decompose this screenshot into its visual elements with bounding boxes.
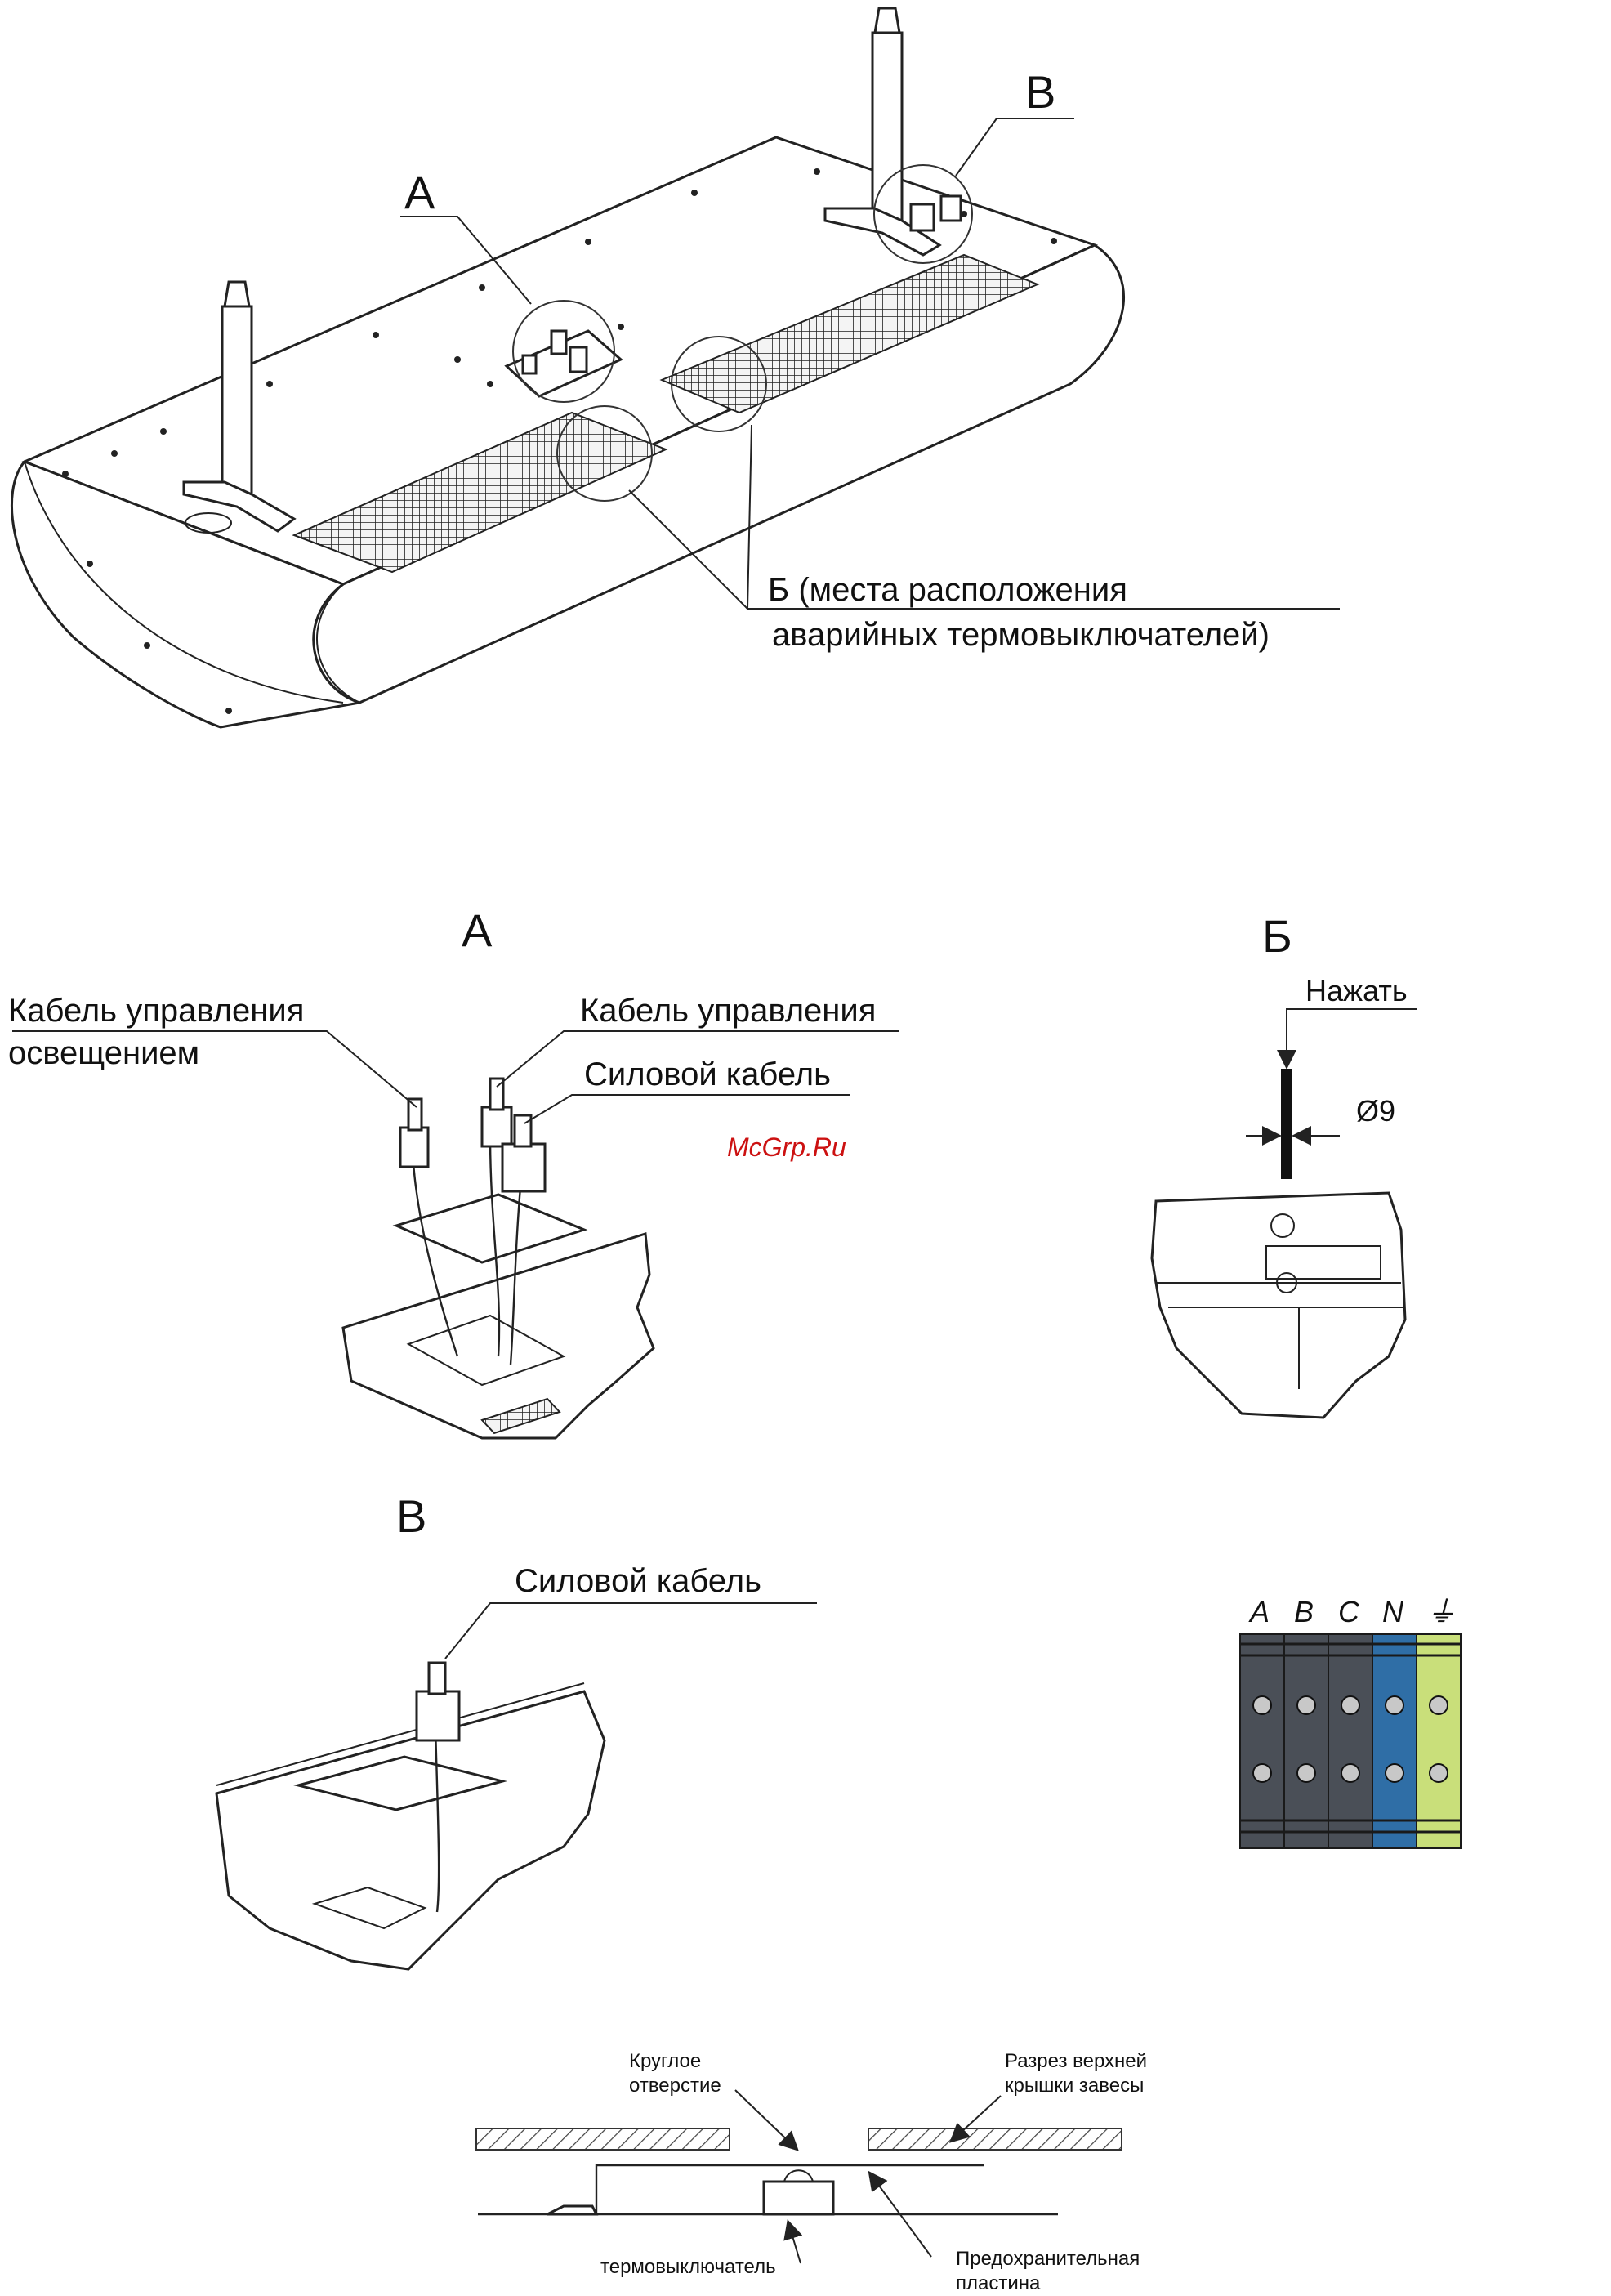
gland-control bbox=[482, 1079, 511, 1146]
detail-a-title: А bbox=[462, 905, 493, 956]
cover-section-right bbox=[868, 2128, 1122, 2150]
terminal-label-4: ⏚ bbox=[1426, 1595, 1456, 1628]
terminal-screw bbox=[1297, 1764, 1315, 1782]
terminal-screw bbox=[1341, 1764, 1359, 1782]
terminal-label-1: B bbox=[1294, 1595, 1314, 1628]
press-label: Нажать bbox=[1305, 974, 1408, 1007]
terminal-column-0 bbox=[1240, 1634, 1284, 1848]
gland-power-v bbox=[417, 1663, 459, 1740]
label-plate-line1: Предохранительная bbox=[956, 2248, 1140, 2270]
detail-a-plate bbox=[396, 1195, 584, 1262]
label-power-cable-v: Силовой кабель bbox=[515, 1563, 761, 1599]
callout-label-v: В bbox=[1025, 66, 1055, 118]
label-cover-section-line2: крышки завесы bbox=[1005, 2075, 1144, 2097]
leader-power-v bbox=[445, 1603, 817, 1659]
terminal-screw bbox=[1430, 1764, 1448, 1782]
terminal-screw bbox=[1430, 1696, 1448, 1714]
thermoswitch-section: Круглое отверстие Разрез верхней крышки … bbox=[476, 2050, 1147, 2294]
terminal-label-2: C bbox=[1338, 1595, 1360, 1628]
label-plate-line2: пластина bbox=[956, 2272, 1041, 2294]
label-round-hole-line2: отверстие bbox=[629, 2075, 721, 2097]
detail-a: А Кабель управления освещением Кабель уп… bbox=[8, 905, 899, 1438]
main-curtain-view: А В Б (места расположения аварийных терм… bbox=[11, 8, 1340, 727]
detail-b-title: Б bbox=[1262, 910, 1292, 962]
detail-v-title: В bbox=[396, 1490, 426, 1542]
terminal-screw bbox=[1386, 1764, 1403, 1782]
terminal-column-1 bbox=[1284, 1634, 1328, 1848]
terminal-screw bbox=[1297, 1696, 1315, 1714]
leader-power-a bbox=[524, 1095, 850, 1123]
detail-v-surface bbox=[216, 1691, 605, 1969]
label-power-cable-a: Силовой кабель bbox=[584, 1056, 831, 1092]
terminal-label-3: N bbox=[1382, 1595, 1404, 1628]
thermoswitch bbox=[764, 2182, 833, 2214]
terminal-column-2 bbox=[1328, 1634, 1372, 1848]
watermark: McGrp.Ru bbox=[727, 1132, 846, 1162]
press-arrow bbox=[1287, 1009, 1417, 1066]
press-button bbox=[1281, 1069, 1292, 1179]
label-control-cable: Кабель управления bbox=[580, 993, 876, 1029]
cover-section-left bbox=[476, 2128, 730, 2150]
terminal-screw bbox=[1253, 1764, 1271, 1782]
terminal-screw bbox=[1386, 1696, 1403, 1714]
callout-label-b-line2: аварийных термовыключателей) bbox=[772, 617, 1270, 653]
terminal-label-0: A bbox=[1248, 1595, 1270, 1628]
mount-rod-right bbox=[825, 8, 961, 255]
detail-b: Б Нажать Ø9 bbox=[1152, 910, 1417, 1418]
callout-label-a: А bbox=[404, 167, 435, 218]
detail-b-body bbox=[1152, 1193, 1405, 1418]
label-round-hole-line1: Круглое bbox=[629, 2050, 701, 2072]
label-thermoswitch: термовыключатель bbox=[600, 2256, 776, 2278]
terminal-column-4 bbox=[1417, 1634, 1461, 1848]
diameter-label: Ø9 bbox=[1356, 1094, 1395, 1128]
callout-label-b-line1: Б (места расположения bbox=[768, 572, 1127, 608]
label-cover-section-line1: Разрез верхней bbox=[1005, 2050, 1147, 2072]
gland-light bbox=[400, 1099, 428, 1167]
label-light-cable-line2: освещением bbox=[8, 1035, 199, 1071]
terminal-screw bbox=[1253, 1696, 1271, 1714]
leader-v bbox=[956, 118, 1074, 176]
terminal-column-3 bbox=[1372, 1634, 1417, 1848]
terminal-screw bbox=[1341, 1696, 1359, 1714]
detail-v: В Силовой кабель bbox=[216, 1490, 817, 1969]
label-light-cable-line1: Кабель управления bbox=[8, 993, 304, 1029]
